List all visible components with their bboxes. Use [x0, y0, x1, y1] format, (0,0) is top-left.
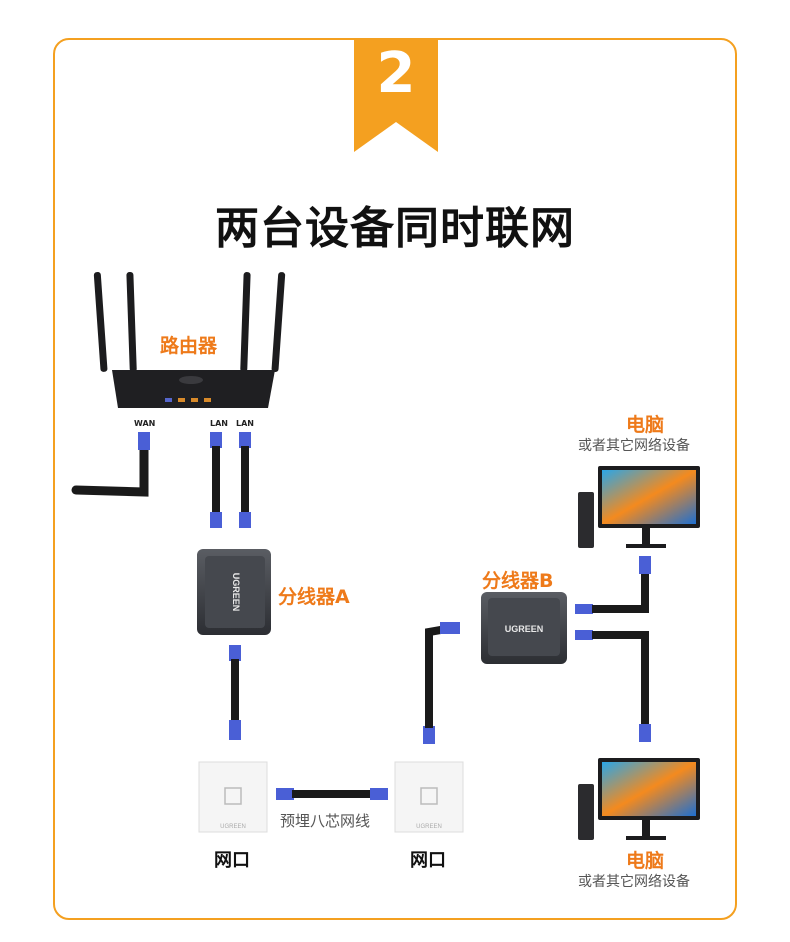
step-number: 2: [376, 41, 416, 106]
computer-bottom-device: [578, 758, 700, 840]
wall-port-right-brand: UGREEN: [416, 824, 442, 830]
splitter-a-label: 分线器A: [278, 586, 350, 608]
splitter-b: UGREEN: [481, 592, 567, 664]
router-label: 路由器: [160, 335, 218, 357]
wall-port-right-device: UGREEN: [394, 761, 464, 833]
lan-port-label-2: LAN: [236, 419, 254, 428]
step-banner: [354, 38, 438, 152]
embedded-cable: [276, 788, 388, 800]
step-banner-ribbon: [354, 38, 438, 152]
wall-port-left-brand: UGREEN: [220, 824, 246, 830]
lan-cables: [210, 432, 251, 528]
splitter-b-label: 分线器B: [482, 570, 554, 592]
lan-port-label-1: LAN: [210, 419, 228, 428]
wall-port-right-label: 网口: [410, 850, 446, 871]
splitter-b-input-cable: [423, 622, 460, 744]
computer-top-sublabel: 或者其它网络设备: [578, 438, 690, 454]
wall-port-left-device: UGREEN: [198, 761, 268, 833]
wan-cable: [71, 432, 150, 497]
embedded-cable-label: 预埋八芯网线: [280, 812, 371, 830]
splitter-a-down-cable: [229, 645, 241, 740]
computer-top-label: 电脑: [626, 414, 665, 436]
wall-port-left-label: 网口: [214, 850, 250, 871]
computer-bottom-sublabel: 或者其它网络设备: [578, 874, 690, 890]
splitter-a: UGREEN: [197, 549, 271, 635]
splitter-a-brand: UGREEN: [231, 573, 241, 612]
wan-port-label: WAN: [134, 419, 156, 428]
splitter-b-brand: UGREEN: [505, 624, 544, 634]
page-title: 两台设备同时联网: [215, 203, 575, 254]
router-device: [93, 271, 286, 408]
splitter-b-output-cables: [575, 556, 651, 742]
computer-bottom-label: 电脑: [626, 850, 665, 872]
computer-top-device: [578, 466, 700, 548]
